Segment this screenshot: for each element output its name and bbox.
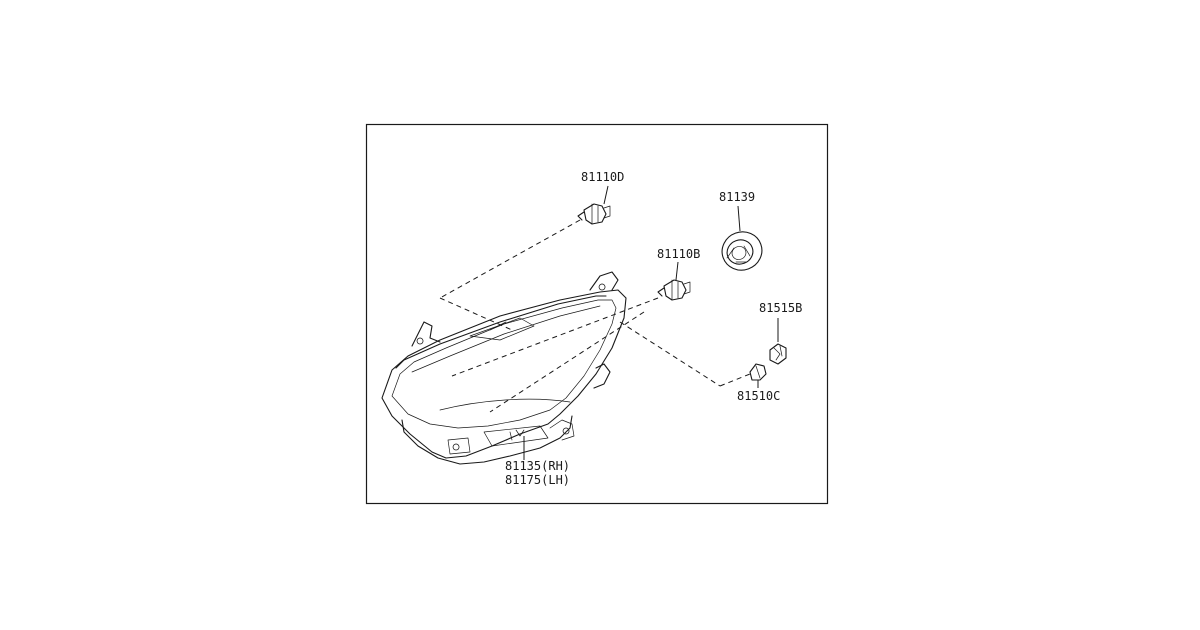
diagram-frame	[365, 123, 829, 505]
part-labels: 81110D 81139 81110B 81515B 81510C 81135(…	[505, 170, 802, 487]
label-81110b: 81110B	[657, 247, 700, 261]
label-81510c: 81510C	[737, 389, 780, 403]
bulb-81510c	[749, 363, 767, 381]
bulb-81110d	[577, 203, 611, 225]
label-81515b: 81515B	[759, 301, 802, 315]
label-81175-lh: 81175(LH)	[505, 473, 570, 487]
label-81135-rh: 81135(RH)	[505, 459, 570, 473]
leader-lines	[439, 185, 779, 460]
label-81110d: 81110D	[581, 170, 624, 184]
headlamp-housing	[381, 271, 627, 465]
socket-81515b	[769, 343, 787, 365]
bulb-81110b	[657, 279, 691, 301]
label-81139: 81139	[719, 190, 755, 204]
cover-81139	[721, 231, 763, 271]
